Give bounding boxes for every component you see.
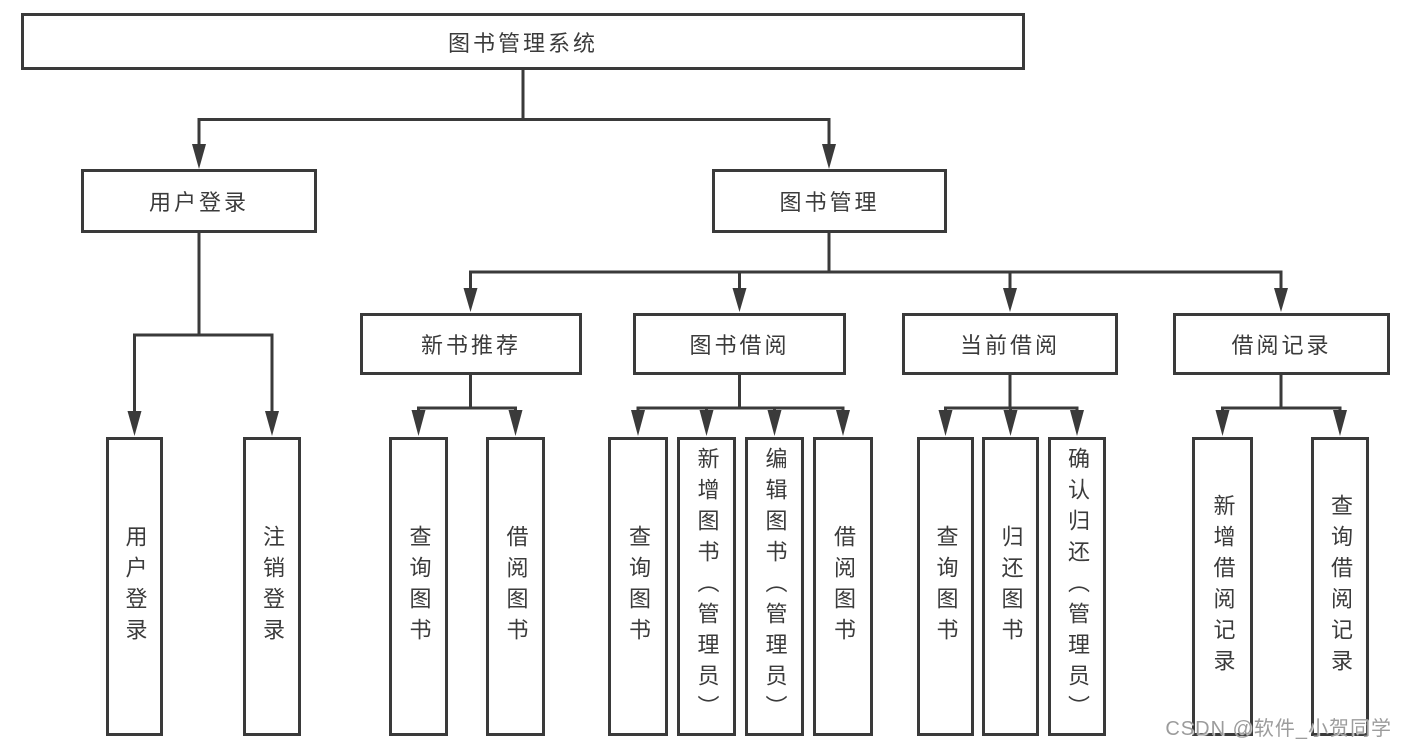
connector-new-book [417, 375, 517, 412]
arrowhead-icon [508, 410, 523, 436]
leaf-confirm-return-admin: 确认归还（管理员） [1048, 437, 1106, 736]
leaf-add-borrow-record: 新增借阅记录 [1192, 437, 1253, 736]
arrowhead-icon [463, 288, 478, 312]
node-book-mgmt: 图书管理 [712, 169, 947, 233]
leaf-logout: 注销登录 [243, 437, 301, 736]
arrowhead-icon [1003, 288, 1017, 312]
arrowhead-icon [767, 410, 782, 436]
leaf-add-book-admin: 新增图书（管理员） [677, 437, 736, 736]
arrowhead-icon [938, 410, 953, 436]
leaf-edit-book-admin: 编辑图书（管理员） [745, 437, 804, 736]
arrowhead-icon [411, 410, 426, 436]
node-user-login: 用户登录 [81, 169, 317, 233]
arrowhead-icon [1215, 410, 1230, 436]
node-current-borrow: 当前借阅 [902, 313, 1118, 375]
arrowhead-icon [265, 411, 279, 436]
arrowhead-icon [1003, 410, 1018, 436]
leaf-borrow-book-1: 借阅图书 [486, 437, 545, 736]
node-book-borrow: 图书借阅 [633, 313, 846, 375]
leaf-query-borrow-record: 查询借阅记录 [1311, 437, 1369, 736]
leaf-query-book-3: 查询图书 [917, 437, 974, 736]
arrowhead-icon [822, 144, 836, 169]
arrowhead-icon [732, 288, 747, 312]
connector-current [944, 375, 1079, 412]
arrowhead-icon [1070, 410, 1084, 436]
arrowhead-icon [192, 144, 206, 169]
leaf-borrow-book-2: 借阅图书 [813, 437, 873, 736]
leaf-query-book-2: 查询图书 [608, 437, 668, 736]
arrowhead-icon [1274, 288, 1288, 312]
leaf-user-login: 用户登录 [106, 437, 163, 736]
arrowhead-icon [127, 411, 142, 436]
csdn-watermark: CSDN @软件_小贺同学 [1165, 718, 1392, 740]
connector-records [1221, 375, 1342, 412]
arrowhead-icon [1333, 410, 1347, 436]
leaf-return-book: 归还图书 [982, 437, 1039, 736]
leaf-query-book-1: 查询图书 [389, 437, 448, 736]
connector-mgmt [469, 233, 1283, 291]
node-new-book-rec: 新书推荐 [360, 313, 582, 375]
connector-borrow [636, 375, 845, 412]
node-root: 图书管理系统 [21, 13, 1025, 70]
arrowhead-icon [836, 410, 850, 436]
node-borrow-records: 借阅记录 [1173, 313, 1390, 375]
arrowhead-icon [631, 410, 645, 436]
connector-user [133, 233, 274, 413]
arrowhead-icon [699, 410, 714, 436]
connector-root [197, 70, 831, 146]
